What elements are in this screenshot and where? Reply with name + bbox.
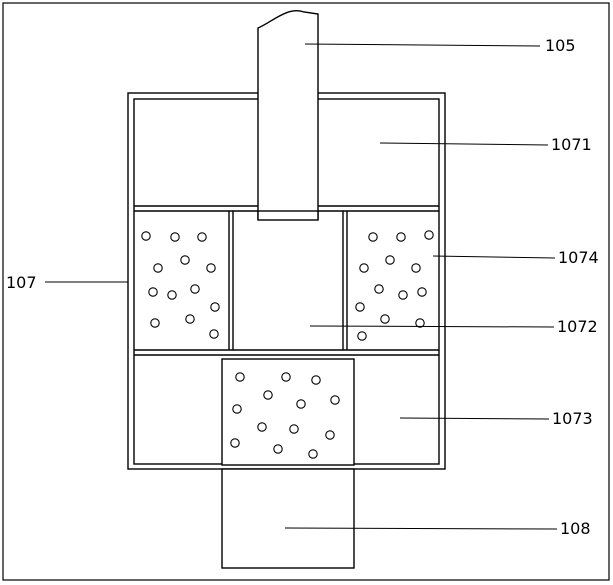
leader-lines xyxy=(45,43,558,530)
label-1071: 1071 xyxy=(551,135,592,154)
shaft-105 xyxy=(257,10,319,221)
label-1072: 1072 xyxy=(557,317,598,336)
label-1073: 1073 xyxy=(552,409,593,428)
label-108: 108 xyxy=(560,519,591,538)
label-107: 107 xyxy=(6,273,37,292)
middle-chamber-walls xyxy=(228,211,348,350)
particles xyxy=(141,230,434,459)
divider-lower xyxy=(134,349,439,356)
label-1074: 1074 xyxy=(558,248,599,267)
outlet-pipe-108 xyxy=(221,468,355,569)
label-105: 105 xyxy=(545,36,576,55)
